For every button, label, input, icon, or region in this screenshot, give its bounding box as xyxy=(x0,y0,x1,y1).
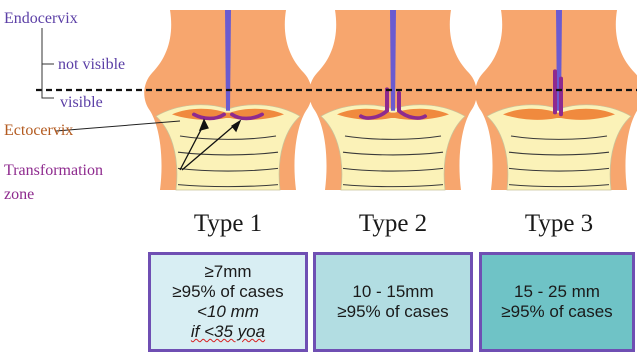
type3-title: Type 3 xyxy=(479,210,637,238)
visible-label: visible xyxy=(60,94,103,112)
type1-line4: if <35 yoa xyxy=(191,322,265,342)
type1-line1: ≥7mm xyxy=(204,262,251,282)
not-visible-label: not visible xyxy=(58,56,125,74)
type3-cervix xyxy=(475,10,637,190)
endocervix-label: Endocervix xyxy=(4,10,78,28)
type2-line1: 10 - 15mm xyxy=(352,282,433,302)
type2-cervix xyxy=(309,10,477,190)
type3-line1: 15 - 25 mm xyxy=(514,282,600,302)
type2-box: 10 - 15mm ≥95% of cases xyxy=(313,252,473,352)
type1-box: ≥7mm ≥95% of cases <10 mm if <35 yoa xyxy=(148,252,308,352)
ectocervix-label: Ectocervix xyxy=(4,122,73,140)
type3-line2: ≥95% of cases xyxy=(501,302,612,322)
type1-cervix xyxy=(144,10,312,190)
zone-label: zone xyxy=(4,186,34,204)
type2-line2: ≥95% of cases xyxy=(337,302,448,322)
transformation-label: Transformation xyxy=(4,162,103,180)
bracket-line xyxy=(42,28,54,98)
type1-line2: ≥95% of cases xyxy=(172,282,283,302)
type3-box: 15 - 25 mm ≥95% of cases xyxy=(479,252,635,352)
type1-title: Type 1 xyxy=(148,210,308,238)
type1-line3: <10 mm xyxy=(197,302,259,322)
type2-title: Type 2 xyxy=(313,210,473,238)
